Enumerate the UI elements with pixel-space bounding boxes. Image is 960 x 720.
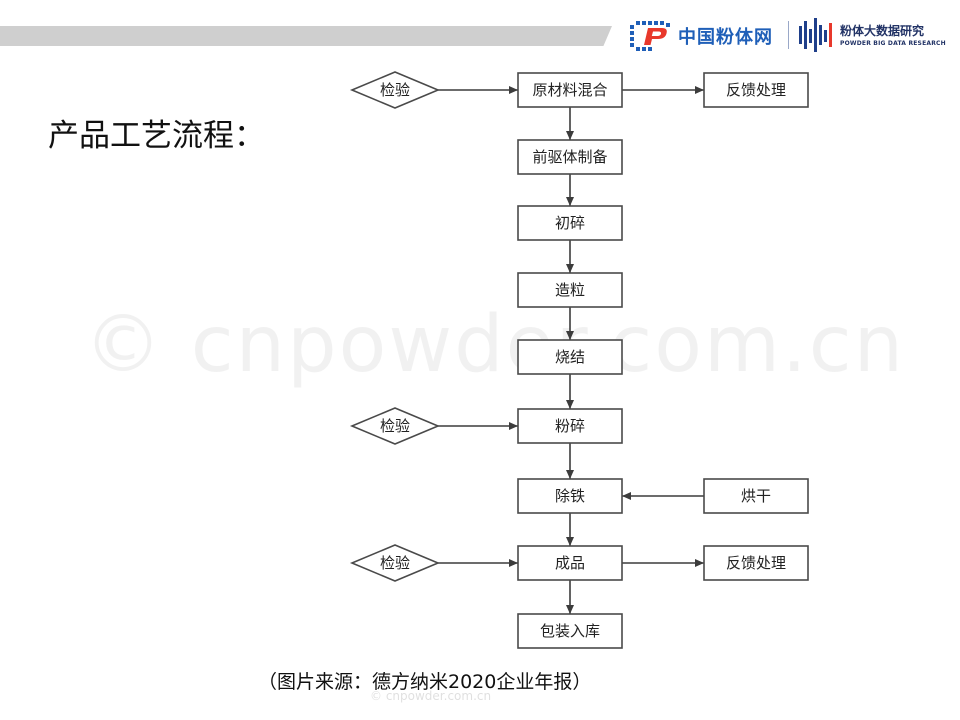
powder-bigdata-title: 粉体大数据研究 <box>840 24 925 38</box>
drying-box: 烘干 <box>703 478 809 514</box>
image-source-caption: （图片来源：德方纳米2020企业年报） <box>258 671 592 693</box>
cnpowder-logo-icon <box>630 21 670 51</box>
page-title: 产品工艺流程： <box>48 118 265 154</box>
step-raw-material-mixing: 原材料混合 <box>517 72 623 108</box>
step-coarse-crushing: 初碎 <box>517 205 623 241</box>
step-raw-material-mixing-label: 原材料混合 <box>532 81 607 99</box>
step-packaging-storage-shape <box>517 613 623 649</box>
step-granulation-label: 造粒 <box>555 281 585 299</box>
inspection-diamond <box>349 544 441 582</box>
powder-bigdata-logo-icon <box>799 18 832 52</box>
step-iron-removal-label: 除铁 <box>555 487 585 505</box>
inspection-diamond <box>349 71 441 109</box>
step-iron-removal-shape <box>517 478 623 514</box>
step-pulverizing: 粉碎 <box>517 408 623 444</box>
step-iron-removal: 除铁 <box>517 478 623 514</box>
step-sintering-label: 烧结 <box>555 348 585 366</box>
step-finished-product-label: 成品 <box>555 554 585 572</box>
step-coarse-crushing-shape <box>517 205 623 241</box>
step-finished-product: 成品 <box>517 545 623 581</box>
feedback-handling-box-label: 反馈处理 <box>726 554 786 572</box>
step-packaging-storage-label: 包装入库 <box>540 622 600 640</box>
drying-box-shape <box>703 478 809 514</box>
inspection-diamond <box>349 407 441 445</box>
powder-bigdata-subtitle: POWDER BIG DATA RESEARCH <box>840 40 946 47</box>
logo-divider <box>788 21 789 49</box>
step-granulation-shape <box>517 272 623 308</box>
step-pulverizing-label: 粉碎 <box>555 417 585 435</box>
inspection-node: 检验 <box>349 544 441 582</box>
feedback-handling-box: 反馈处理 <box>703 72 809 108</box>
drying-box-label: 烘干 <box>741 487 771 505</box>
feedback-handling-box-label: 反馈处理 <box>726 81 786 99</box>
header-logos: 中国粉体网 粉体大数据研究 POWDER BIG DATA RESEARCH <box>628 14 948 58</box>
step-finished-product-shape <box>517 545 623 581</box>
step-precursor-prep: 前驱体制备 <box>517 139 623 175</box>
step-precursor-prep-label: 前驱体制备 <box>532 148 607 166</box>
feedback-handling-box: 反馈处理 <box>703 545 809 581</box>
feedback-handling-box-shape <box>703 545 809 581</box>
step-granulation: 造粒 <box>517 272 623 308</box>
inspection-label: 检验 <box>380 554 410 572</box>
step-raw-material-mixing-shape <box>517 72 623 108</box>
inspection-label: 检验 <box>380 417 410 435</box>
feedback-handling-box-shape <box>703 72 809 108</box>
caption-watermark: © cnpowder.com.cn <box>370 689 492 703</box>
inspection-node: 检验 <box>349 407 441 445</box>
step-sintering-shape <box>517 339 623 375</box>
step-sintering: 烧结 <box>517 339 623 375</box>
inspection-label: 检验 <box>380 81 410 99</box>
header-bar <box>0 26 612 46</box>
cnpowder-logo-text: 中国粉体网 <box>678 27 773 48</box>
step-coarse-crushing-label: 初碎 <box>555 214 585 232</box>
step-precursor-prep-shape <box>517 139 623 175</box>
step-packaging-storage: 包装入库 <box>517 613 623 649</box>
inspection-node: 检验 <box>349 71 441 109</box>
step-pulverizing-shape <box>517 408 623 444</box>
